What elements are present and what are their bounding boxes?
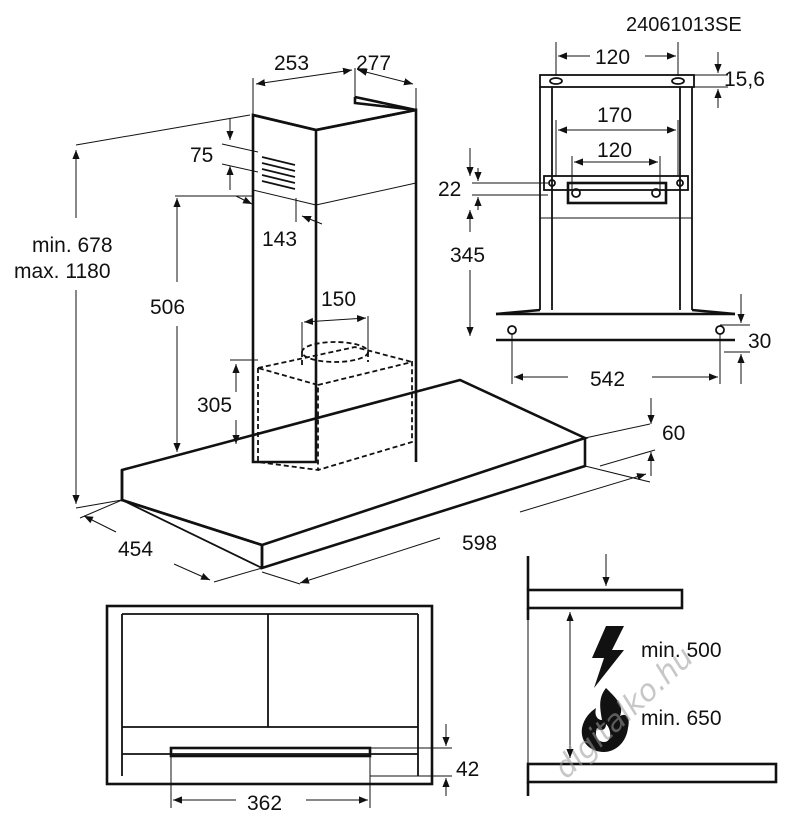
dim-542: 542 bbox=[590, 368, 625, 391]
motor-box-outline bbox=[257, 341, 413, 472]
dim-143: 143 bbox=[262, 228, 297, 251]
dim-bracket-120b: 120 bbox=[597, 139, 632, 162]
dim-345: 345 bbox=[450, 244, 485, 267]
dim-150: 150 bbox=[321, 288, 356, 311]
dim-bracket-170: 170 bbox=[597, 104, 632, 127]
document-code: 24061013SE bbox=[626, 14, 742, 36]
vent-slots bbox=[261, 156, 296, 190]
dim-598: 598 bbox=[462, 532, 497, 555]
dim-75: 75 bbox=[190, 144, 213, 167]
dim-362: 362 bbox=[247, 792, 282, 815]
dim-253: 253 bbox=[274, 52, 309, 75]
hood-top-view: 42 362 bbox=[105, 604, 479, 815]
flame-icon bbox=[581, 688, 629, 752]
clearance-electric: min. 500 bbox=[641, 639, 722, 662]
clearance-gas: min. 650 bbox=[641, 707, 722, 730]
dim-22: 22 bbox=[438, 178, 461, 201]
dim-454: 454 bbox=[118, 538, 153, 561]
dim-height-max: max. 1180 bbox=[14, 260, 111, 283]
lightning-bolt-icon bbox=[592, 626, 624, 688]
dim-42: 42 bbox=[456, 758, 479, 781]
dim-277: 277 bbox=[356, 52, 391, 75]
dim-bracket-120: 120 bbox=[595, 46, 630, 69]
clearance-detail-view: min. 500 min. 650 bbox=[526, 554, 778, 796]
dim-30: 30 bbox=[748, 330, 771, 353]
dim-60: 60 bbox=[662, 422, 685, 445]
dim-15-6: 15,6 bbox=[724, 68, 765, 91]
dim-height-min: min. 678 bbox=[32, 234, 113, 257]
dim-506: 506 bbox=[150, 296, 185, 319]
bracket-detail-view: 24061013SE 120 15,6 170 120 22 bbox=[438, 14, 771, 391]
hood-isometric-view: 253 277 75 143 min. 678 max. 1180 506 15… bbox=[14, 52, 685, 585]
dim-305: 305 bbox=[197, 394, 232, 417]
